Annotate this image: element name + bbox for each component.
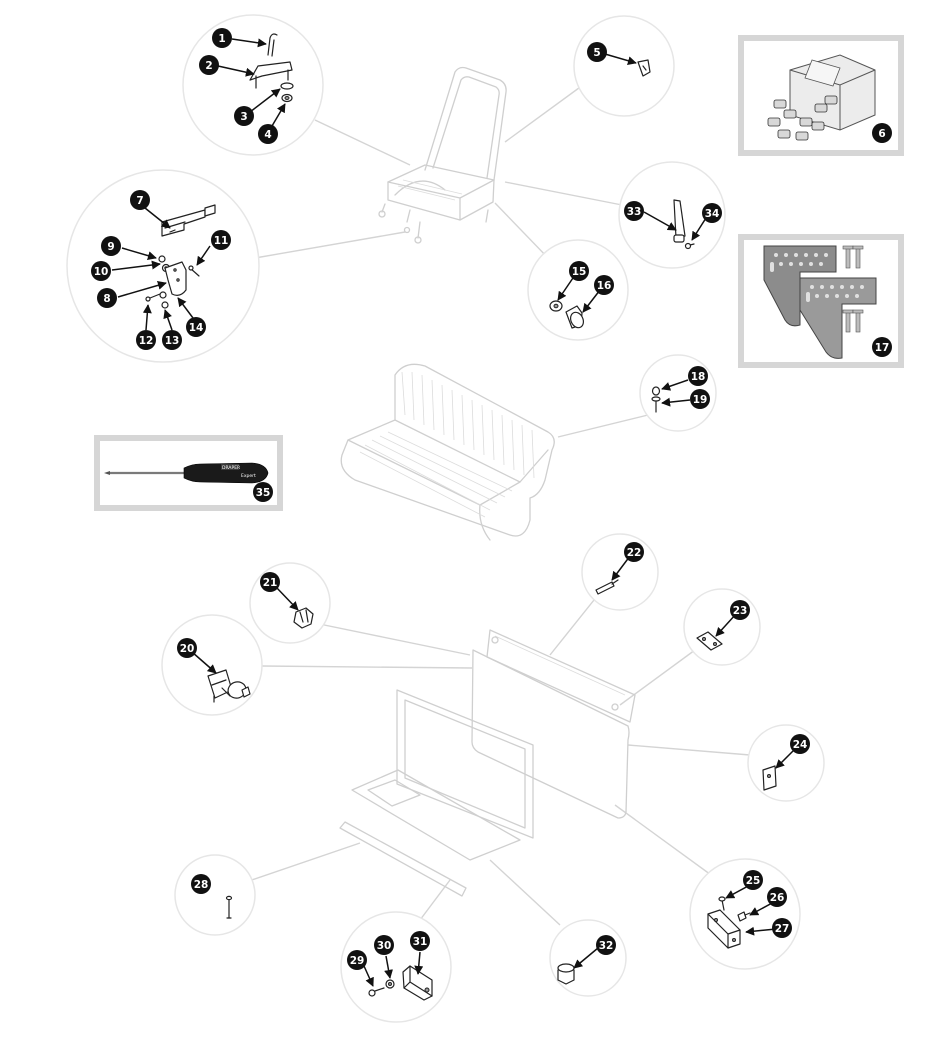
svg-text:4: 4 bbox=[264, 129, 271, 141]
svg-text:17: 17 bbox=[875, 342, 890, 354]
part-bubble-25-27 bbox=[689, 858, 801, 970]
bench-seat-ghost bbox=[340, 363, 555, 541]
seat-frame-ghost bbox=[378, 66, 507, 244]
callout-29: 29 bbox=[347, 950, 367, 970]
callout-9: 9 bbox=[101, 236, 121, 256]
callout-17: 17 bbox=[872, 337, 892, 357]
svg-text:7: 7 bbox=[136, 195, 143, 207]
callout-4: 4 bbox=[258, 124, 278, 144]
callout-5: 5 bbox=[587, 42, 607, 62]
svg-text:18: 18 bbox=[691, 371, 706, 383]
part-bubble-32 bbox=[549, 919, 627, 997]
callout-3: 3 bbox=[234, 106, 254, 126]
callout-28: 28 bbox=[191, 874, 211, 894]
part-bubble-20 bbox=[161, 614, 263, 716]
svg-text:24: 24 bbox=[793, 739, 808, 751]
callout-badges: 1 2 3 4 5 6 7 8 9 10 11 12 13 14 15 16 1… bbox=[91, 28, 892, 970]
part-bubble-24 bbox=[747, 724, 825, 802]
callout-25: 25 bbox=[743, 870, 763, 890]
callout-22: 22 bbox=[624, 542, 644, 562]
svg-text:15: 15 bbox=[572, 266, 587, 278]
svg-text:27: 27 bbox=[775, 923, 790, 935]
callout-10: 10 bbox=[91, 261, 111, 281]
callout-31: 31 bbox=[410, 931, 430, 951]
callout-27: 27 bbox=[772, 918, 792, 938]
svg-text:2: 2 bbox=[205, 60, 212, 72]
svg-text:34: 34 bbox=[705, 208, 720, 220]
callout-34: 34 bbox=[702, 203, 722, 223]
svg-text:28: 28 bbox=[194, 879, 209, 891]
callout-7: 7 bbox=[130, 190, 150, 210]
svg-text:1: 1 bbox=[218, 33, 225, 45]
svg-text:10: 10 bbox=[94, 266, 109, 278]
callout-11: 11 bbox=[211, 230, 231, 250]
svg-text:11: 11 bbox=[214, 235, 229, 247]
svg-text:9: 9 bbox=[107, 241, 114, 253]
callout-16: 16 bbox=[594, 275, 614, 295]
callout-21: 21 bbox=[260, 572, 280, 592]
callout-33: 33 bbox=[624, 201, 644, 221]
svg-text:20: 20 bbox=[180, 643, 195, 655]
part-bubble-28 bbox=[174, 854, 256, 936]
photo-screwdriver: DRAPER Expert bbox=[94, 435, 283, 511]
screwdriver-line-label: Expert bbox=[241, 473, 256, 479]
svg-text:12: 12 bbox=[139, 335, 154, 347]
callout-19: 19 bbox=[690, 389, 710, 409]
svg-text:30: 30 bbox=[377, 940, 392, 952]
callout-14: 14 bbox=[186, 317, 206, 337]
part-bubble-23 bbox=[683, 588, 761, 666]
part-bubble-21 bbox=[249, 562, 331, 644]
svg-text:29: 29 bbox=[350, 955, 365, 967]
part-bubble-7-14 bbox=[66, 169, 260, 363]
callout-30: 30 bbox=[374, 935, 394, 955]
svg-text:8: 8 bbox=[103, 293, 110, 305]
svg-text:16: 16 bbox=[597, 280, 612, 292]
screwdriver-brand-label: DRAPER bbox=[222, 465, 240, 471]
callout-8: 8 bbox=[97, 288, 117, 308]
callout-1: 1 bbox=[212, 28, 232, 48]
callout-23: 23 bbox=[730, 600, 750, 620]
svg-text:35: 35 bbox=[256, 487, 271, 499]
part-bubble-15-16 bbox=[527, 239, 629, 341]
part-bubble-1-4 bbox=[182, 14, 324, 156]
svg-text:5: 5 bbox=[593, 47, 600, 59]
callout-18: 18 bbox=[688, 366, 708, 386]
callout-26: 26 bbox=[767, 887, 787, 907]
part-bubble-5 bbox=[573, 15, 675, 117]
callout-13: 13 bbox=[162, 330, 182, 350]
callout-2: 2 bbox=[199, 55, 219, 75]
part-bubble-33-34 bbox=[618, 161, 726, 269]
svg-text:22: 22 bbox=[627, 547, 642, 559]
svg-text:3: 3 bbox=[240, 111, 247, 123]
svg-text:26: 26 bbox=[770, 892, 785, 904]
svg-text:6: 6 bbox=[878, 128, 885, 140]
svg-text:25: 25 bbox=[746, 875, 761, 887]
svg-text:21: 21 bbox=[263, 577, 278, 589]
callout-6: 6 bbox=[872, 123, 892, 143]
part-bubble-22 bbox=[581, 533, 659, 611]
callout-20: 20 bbox=[177, 638, 197, 658]
callout-24: 24 bbox=[790, 734, 810, 754]
svg-text:13: 13 bbox=[165, 335, 180, 347]
svg-text:31: 31 bbox=[413, 936, 428, 948]
svg-text:33: 33 bbox=[627, 206, 642, 218]
callout-32: 32 bbox=[596, 935, 616, 955]
svg-text:32: 32 bbox=[599, 940, 614, 952]
svg-text:23: 23 bbox=[733, 605, 748, 617]
svg-text:14: 14 bbox=[189, 322, 204, 334]
svg-text:19: 19 bbox=[693, 394, 708, 406]
backrest-panels-ghost bbox=[339, 629, 636, 897]
callout-12: 12 bbox=[136, 330, 156, 350]
callout-15: 15 bbox=[569, 261, 589, 281]
callout-35: 35 bbox=[253, 482, 273, 502]
photo-box-clips bbox=[738, 35, 904, 156]
